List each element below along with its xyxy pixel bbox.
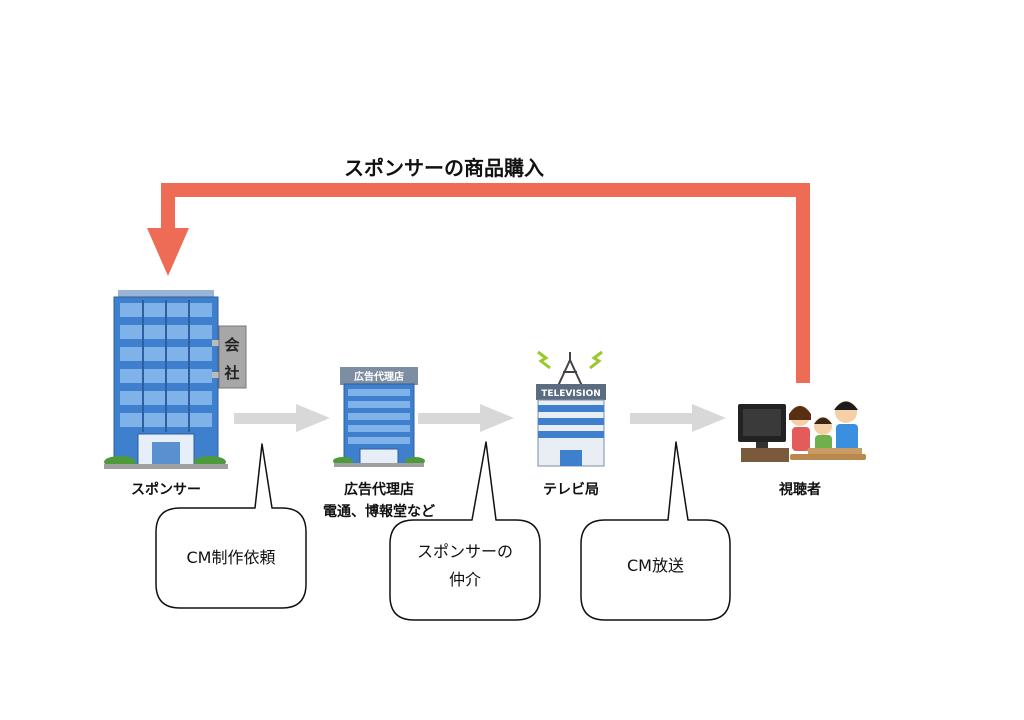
bubble-sponsor-mediation-line-1: スポンサーの: [416, 542, 513, 561]
flow-arrow-sponsor-to-agency: [234, 404, 330, 432]
tv-station-icon: [536, 350, 606, 467]
agency-sign-text: 広告代理店: [354, 370, 404, 383]
bubble-cm-broadcast-text: CM放送: [581, 552, 730, 580]
tv-station-label: テレビ局: [543, 482, 599, 498]
bubble-cm-request-text: CM制作依頼: [156, 544, 306, 572]
bubble-cm-broadcast: [580, 441, 731, 621]
sponsor-label: スポンサー: [131, 482, 201, 498]
agency-label: 広告代理店 電通、博報堂など: [294, 479, 464, 523]
purchase-feedback-arrow: [147, 183, 810, 383]
agency-label-line-2: 電通、博報堂など: [323, 504, 435, 520]
flow-arrow-agency-to-tv: [418, 404, 514, 432]
bubble-cm-request: [155, 443, 307, 609]
sponsor-sign-char-1: 会: [224, 336, 239, 354]
bubble-sponsor-mediation-text: スポンサーの 仲介: [390, 538, 540, 594]
tv-sign-text: TELEVISION: [541, 389, 601, 399]
agency-label-line-1: 広告代理店: [344, 482, 414, 498]
purchase-flow-title: スポンサーの商品購入: [344, 156, 544, 180]
flow-arrow-tv-to-viewer: [630, 404, 726, 432]
bubble-cm-broadcast-line-1: CM放送: [627, 556, 684, 575]
sponsor-sign-char-2: 社: [223, 364, 239, 382]
bubble-sponsor-mediation: [389, 441, 541, 621]
bubble-cm-request-line-1: CM制作依頼: [186, 548, 276, 567]
viewer-family-icon: [738, 401, 866, 462]
viewer-label: 視聴者: [779, 482, 821, 498]
sponsor-building-icon: [104, 290, 247, 469]
agency-building-icon: [333, 367, 425, 467]
bubble-sponsor-mediation-line-2: 仲介: [448, 570, 481, 589]
